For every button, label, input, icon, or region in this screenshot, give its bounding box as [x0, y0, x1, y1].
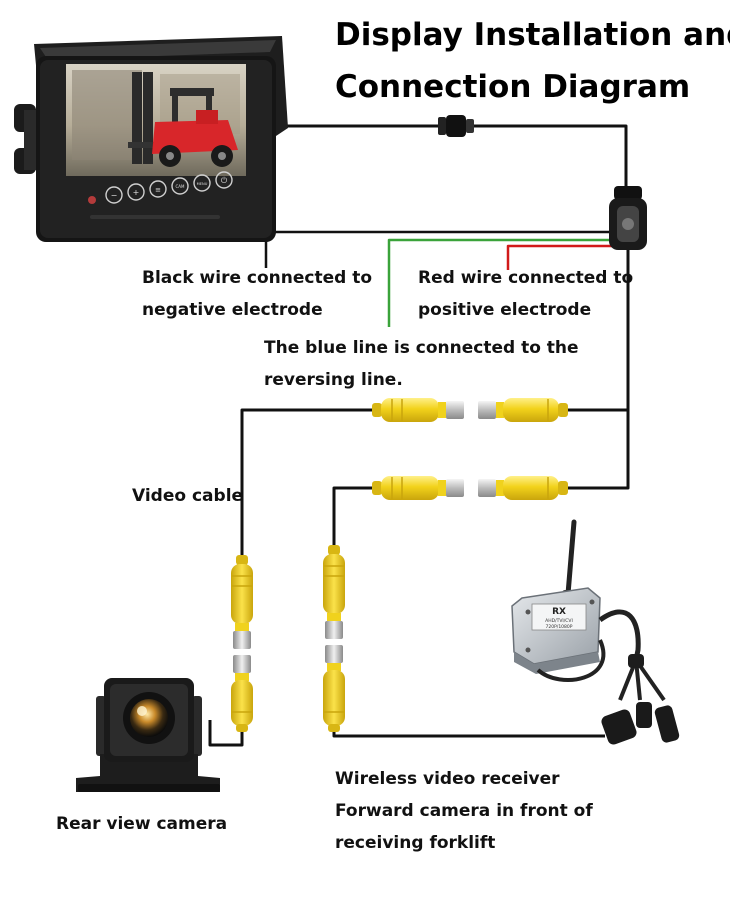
btn-menu-glyph: ≡ — [155, 186, 161, 194]
wireless-receiver-illustration: RX AHD/TVI/CVI 720P/1080P — [511, 519, 680, 745]
btn-cam-glyph: CAM — [176, 184, 186, 189]
monitor-power-cable — [285, 124, 628, 192]
receiver-label-line-2: Forward camera in front of — [335, 801, 593, 821]
rca-pair-receiver — [372, 476, 568, 500]
receiver-model: AHD/TVI/CVI — [545, 618, 573, 624]
diagram-title-line-2: Connection Diagram — [335, 69, 691, 105]
rear-camera-cable — [208, 720, 244, 747]
black-wire — [264, 230, 618, 268]
receiver-label-line-3: receiving forklift — [335, 833, 496, 853]
monitor-illustration: − + ≡ CAM MENU ⏻ — [14, 36, 288, 242]
rca-vertical-rear — [231, 555, 253, 732]
diagram-title-line-1: Display Installation and — [335, 17, 730, 53]
btn-power-glyph: ⏻ — [221, 176, 228, 185]
receiver-label-line-1: Wireless video receiver — [335, 769, 560, 789]
forklift-icon — [72, 70, 240, 167]
receiver-feed-cable — [332, 730, 605, 738]
reversing-line-label-line-1: The blue line is connected to the — [264, 338, 579, 358]
red-wire — [506, 244, 621, 270]
black-wire-label-line-2: negative electrode — [142, 300, 323, 320]
btn-plus-glyph: + — [133, 188, 140, 197]
rear-camera-illustration — [76, 678, 220, 792]
rear-camera-label: Rear view camera — [56, 814, 228, 834]
wiring — [208, 124, 630, 747]
video-cable-label: Video cable — [132, 486, 244, 506]
rear-video-cable — [240, 408, 372, 555]
rca-vertical-receiver — [323, 545, 345, 732]
red-wire-label-line-1: Red wire connected to — [418, 268, 634, 288]
reversing-wire — [387, 238, 620, 327]
inline-connector-icon — [438, 115, 474, 137]
reversing-line-label-line-2: reversing line. — [264, 370, 403, 390]
btn-mode-glyph: MENU — [197, 182, 208, 186]
red-wire-label-line-2: positive electrode — [418, 300, 592, 320]
power-splitter-icon — [609, 186, 647, 250]
receiver-resolution: 720P/1080P — [546, 624, 573, 630]
receiver-video-cable — [332, 486, 372, 545]
receiver-brand: RX — [552, 607, 566, 617]
monitor-buttons: − + ≡ CAM MENU ⏻ — [88, 171, 233, 204]
black-wire-label-line-1: Black wire connected to — [142, 268, 373, 288]
rca-pair-rear — [372, 398, 568, 422]
video-trunk-2 — [568, 410, 630, 490]
btn-minus-glyph: − — [111, 191, 118, 200]
